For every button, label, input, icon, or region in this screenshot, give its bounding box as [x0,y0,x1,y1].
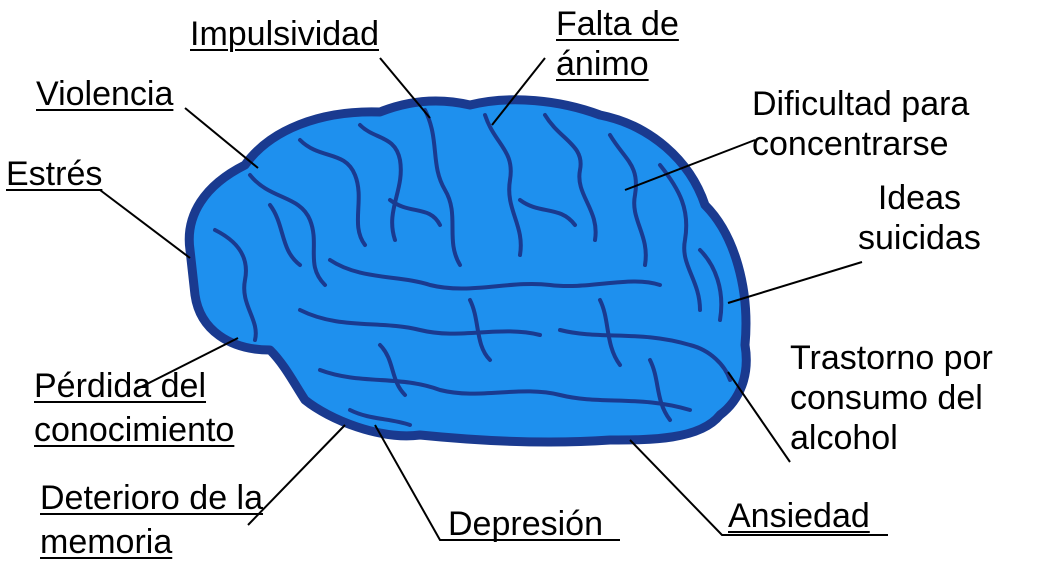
label-perdida-line1: Pérdida del [34,367,207,405]
label-impulsividad: Impulsividad [190,15,379,53]
leader-line-estres [99,189,191,259]
leader-lines [99,57,888,541]
leader-line-falta-de-animo [491,57,546,126]
leader-line-trastorno [727,371,791,463]
label-deterioro-line1: Deterioro de la [40,479,264,517]
leader-line-perdida [134,337,239,391]
brain-sulci [213,108,732,427]
label-perdida-del-conocimiento: Pérdida del conocimiento [34,366,234,450]
label-deterioro-line2: memoria [40,523,173,561]
leader-line-violencia [184,107,259,169]
label-ideas-line1: Ideas [877,179,962,217]
leader-line-impulsividad [379,57,431,119]
label-dificultad-line2: concentrarse [752,125,949,163]
leader-line-deterioro [247,424,346,526]
label-ansiedad: Ansiedad [728,497,870,535]
label-dificultad-para-concentrarse: Dificultad para concentrarse [752,84,969,164]
label-falta-de-animo-line1: Falta de [556,5,679,43]
leader-line-ansiedad [629,439,888,536]
label-ideas-line2: suicidas [858,219,981,257]
label-dificultad-line1: Dificultad para [752,85,970,123]
label-falta-de-animo: Falta de ánimo [556,4,679,84]
label-ideas-suicidas: Ideas suicidas [858,178,981,258]
leader-line-depresion [374,424,620,541]
label-trastorno-line1: Trastorno por [790,339,993,377]
label-depresion: Depresión [448,505,603,543]
leader-line-dificultad [624,139,756,191]
label-trastorno-line3: alcohol [790,419,898,457]
label-violencia: Violencia [36,75,174,113]
label-estres: Estrés [6,155,103,193]
label-trastorno-line2: consumo del [790,379,983,417]
label-falta-de-animo-line2: ánimo [556,45,649,83]
label-trastorno-consumo-alcohol: Trastorno por consumo del alcohol [790,338,993,458]
label-perdida-line2: conocimiento [34,411,235,449]
leader-line-ideas-suicidas [727,261,863,304]
brain-shape [184,95,751,447]
label-deterioro-de-la-memoria: Deterioro de la memoria [40,478,263,562]
